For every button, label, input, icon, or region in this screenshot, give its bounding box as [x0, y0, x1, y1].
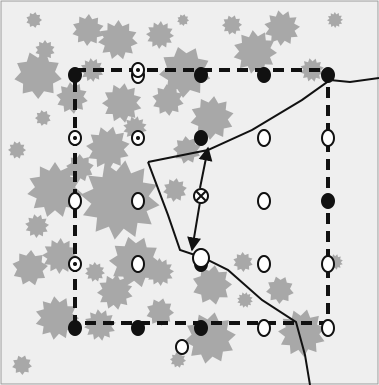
- open-marker: [132, 256, 144, 272]
- filled-marker: [194, 130, 208, 146]
- open-marker: [322, 320, 334, 336]
- filled-marker: [194, 320, 208, 336]
- filled-marker: [321, 67, 335, 83]
- filled-marker: [68, 320, 82, 336]
- filled-marker: [68, 67, 82, 83]
- open-marker: [258, 256, 270, 272]
- open-marker: [176, 340, 188, 354]
- filled-marker: [321, 193, 335, 209]
- open-marker: [322, 130, 334, 146]
- open-marker: [69, 193, 81, 209]
- filled-marker: [194, 67, 208, 83]
- open-marker: [193, 249, 209, 267]
- dotted-marker-center: [136, 136, 140, 140]
- dotted-marker-center: [73, 262, 77, 266]
- open-marker: [258, 193, 270, 209]
- open-marker: [132, 193, 144, 209]
- open-marker: [258, 320, 270, 336]
- open-marker: [258, 130, 270, 146]
- open-marker: [322, 256, 334, 272]
- dotted-marker-center: [73, 136, 77, 140]
- filled-marker: [257, 67, 271, 83]
- dotted-marker-center: [136, 68, 140, 72]
- filled-marker: [131, 320, 145, 336]
